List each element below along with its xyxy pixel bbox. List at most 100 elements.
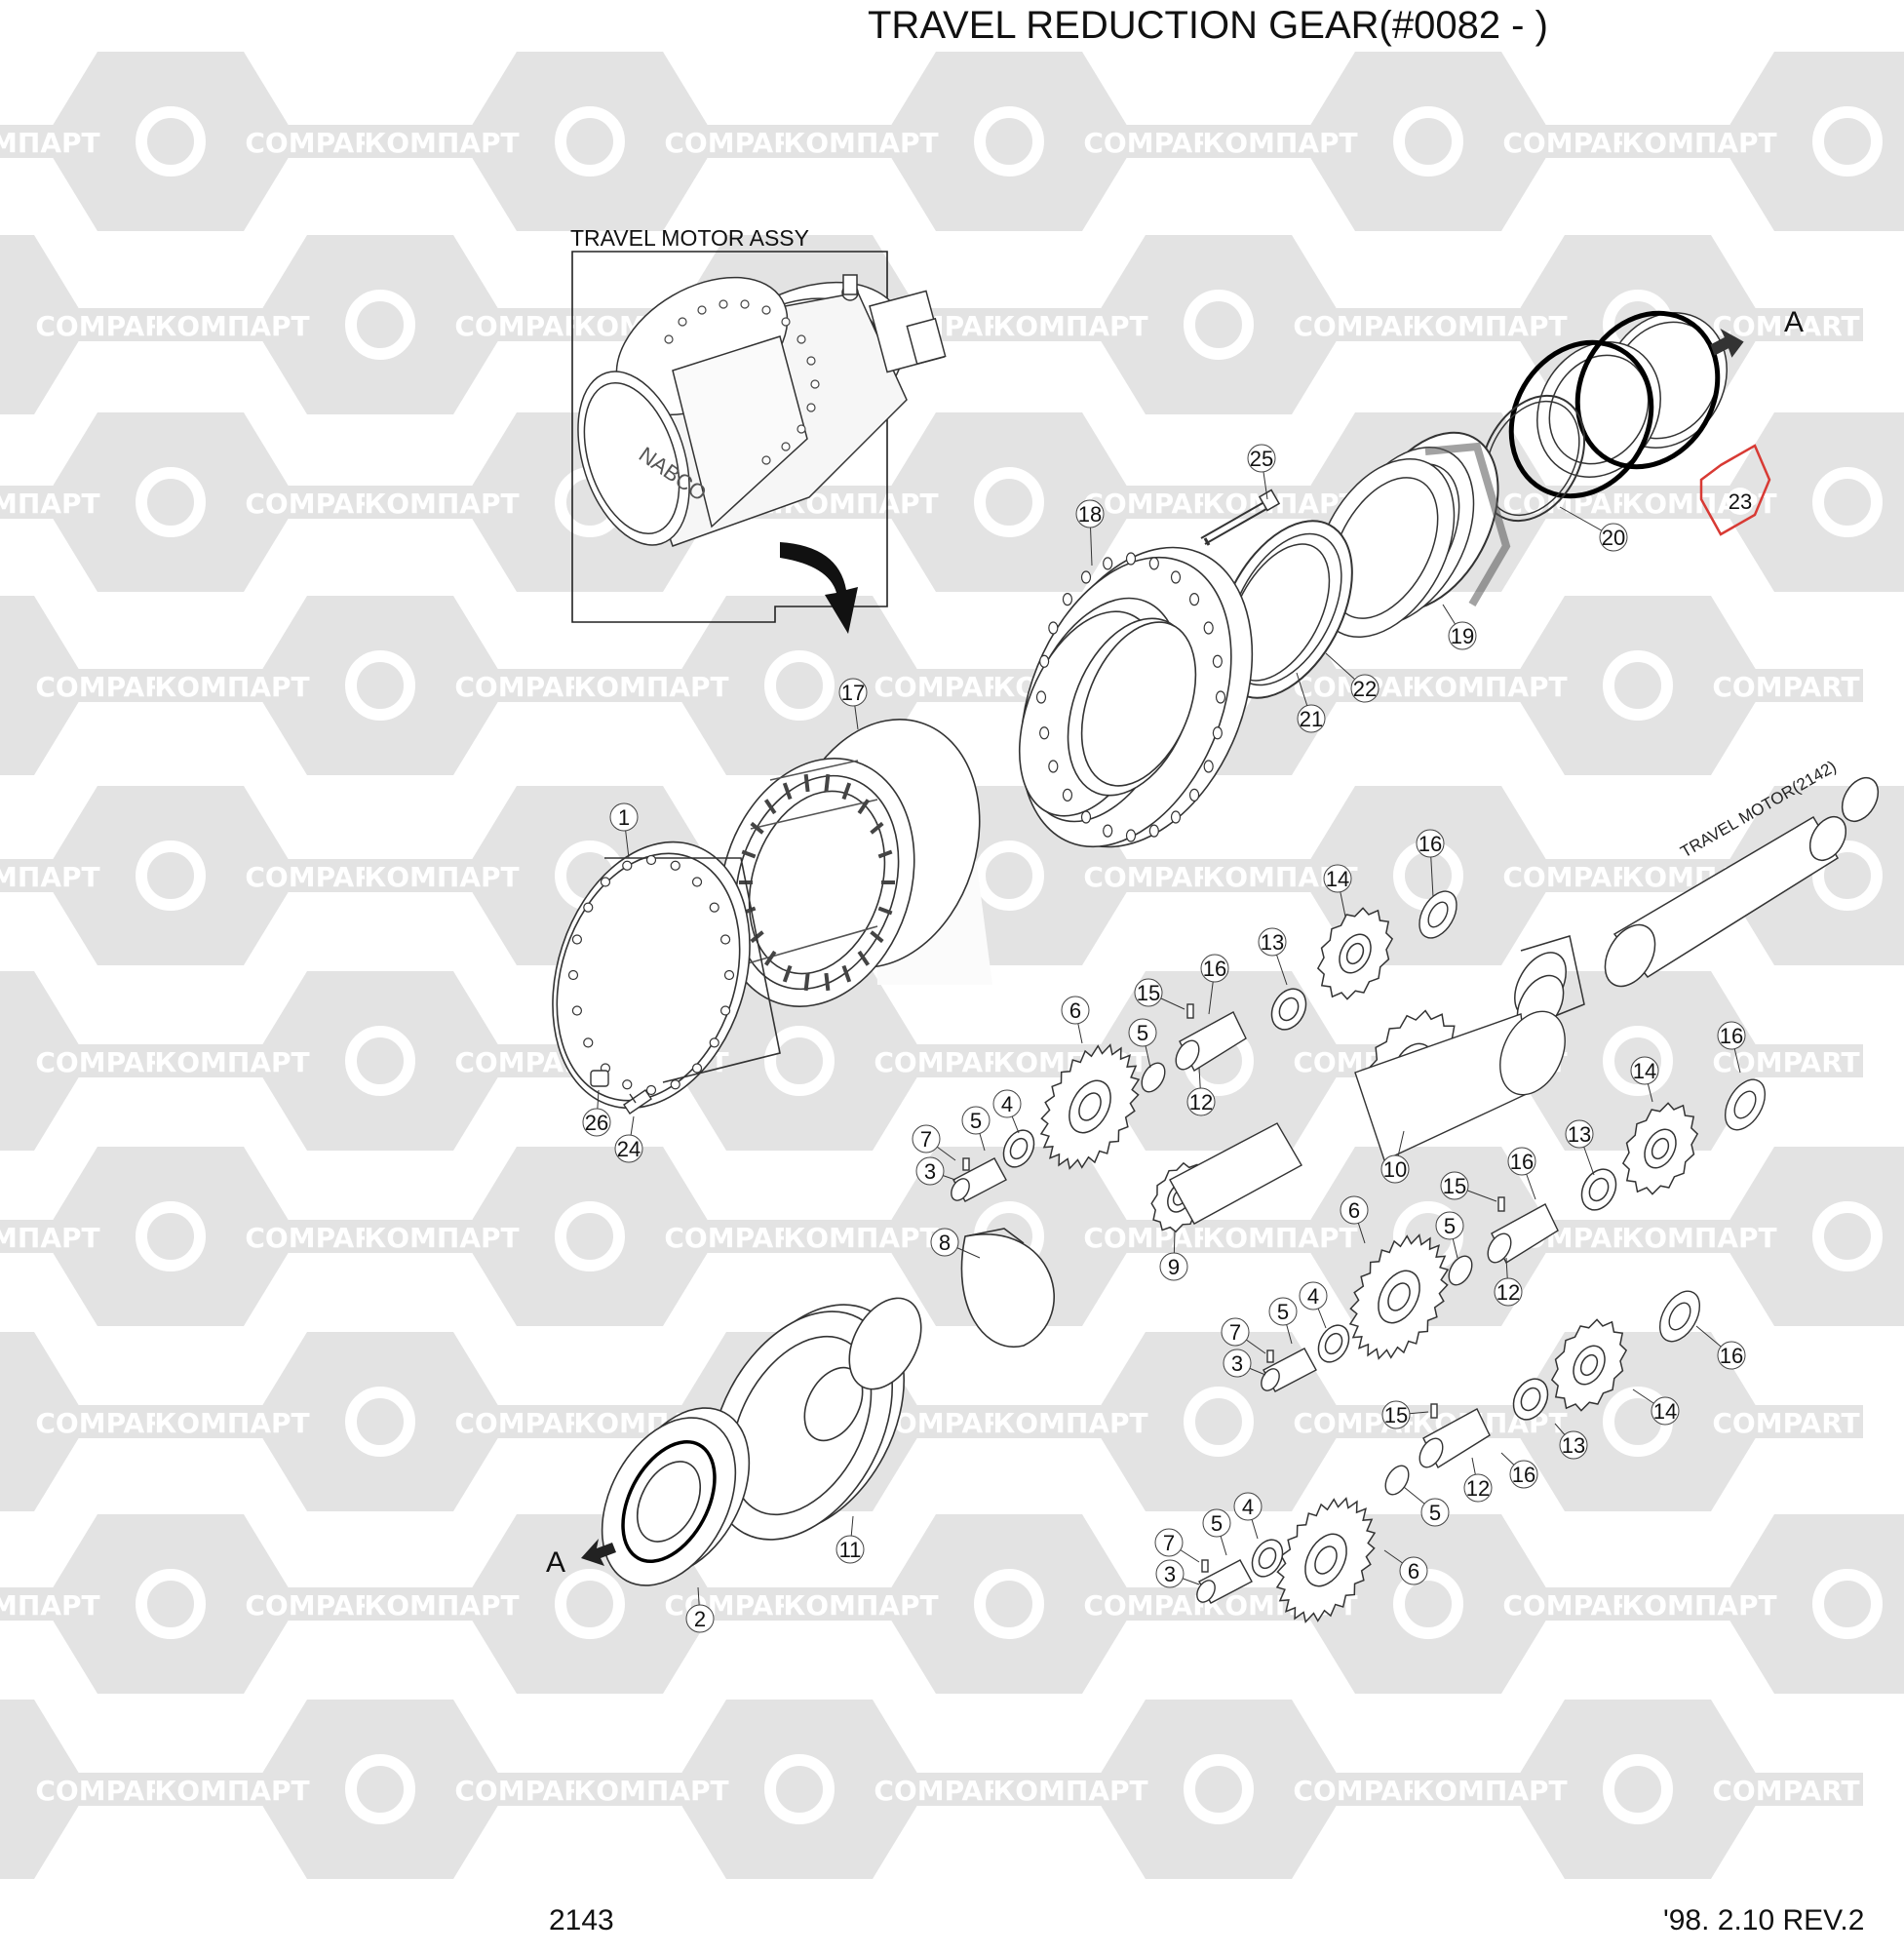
watermark-tile (364, 52, 815, 231)
callout-3[interactable]: 3 (1155, 1559, 1185, 1588)
callout-number: 5 (1444, 1214, 1456, 1238)
callout-16[interactable]: 16 (1717, 1341, 1746, 1370)
callout-number: 4 (1001, 1092, 1013, 1116)
callout-17[interactable]: 17 (838, 678, 868, 707)
callout-26[interactable]: 26 (582, 1108, 611, 1137)
watermark-tile (992, 1700, 1444, 1879)
watermark-tile (1202, 52, 1653, 231)
watermark-tile (364, 1514, 815, 1694)
callout-11[interactable]: 11 (835, 1535, 865, 1564)
callout-12[interactable]: 12 (1494, 1277, 1523, 1307)
callout-15[interactable]: 15 (1440, 1171, 1469, 1200)
callout-24[interactable]: 24 (614, 1134, 643, 1163)
callout-4[interactable]: 4 (992, 1089, 1022, 1118)
callout-4[interactable]: 4 (1233, 1492, 1263, 1521)
callout-16[interactable]: 16 (1507, 1147, 1536, 1176)
callout-12[interactable]: 12 (1186, 1087, 1216, 1116)
callout-number: 12 (1496, 1280, 1520, 1305)
callout-7[interactable]: 7 (1154, 1528, 1184, 1557)
callout-number: 25 (1250, 447, 1273, 471)
callout-number: 22 (1353, 677, 1377, 701)
callout-3[interactable]: 3 (915, 1156, 945, 1186)
callout-5[interactable]: 5 (1128, 1018, 1157, 1047)
page-title: TRAVEL REDUCTION GEAR(#0082 - ) (868, 4, 1548, 47)
page-number: 2143 (549, 1904, 614, 1936)
callout-14[interactable]: 14 (1651, 1396, 1680, 1426)
callout-number: 18 (1078, 502, 1102, 527)
callout-2[interactable]: 2 (685, 1604, 715, 1633)
callout-15[interactable]: 15 (1134, 978, 1163, 1007)
callout-number: 24 (617, 1137, 641, 1161)
watermark-tile (0, 786, 396, 965)
callout-16[interactable]: 16 (1717, 1021, 1746, 1050)
watermark-tile (154, 596, 605, 775)
ring-gear-teeth (739, 773, 895, 992)
callout-14[interactable]: 14 (1323, 864, 1352, 893)
plug-and-bolt-26-24 (590, 1070, 652, 1114)
callout-number: 26 (585, 1111, 608, 1135)
callout-number: 5 (1211, 1511, 1223, 1536)
callout-number: 7 (1163, 1531, 1175, 1555)
callout-7[interactable]: 7 (1221, 1317, 1250, 1347)
callout-10[interactable]: 10 (1380, 1154, 1410, 1184)
callout-13[interactable]: 13 (1565, 1119, 1594, 1149)
callout-7[interactable]: 7 (912, 1124, 941, 1153)
callout-16[interactable]: 16 (1509, 1460, 1538, 1489)
travel-motor-shaft (1514, 776, 1880, 1035)
callout-number: 5 (970, 1109, 982, 1133)
watermark-tile (154, 971, 605, 1151)
callout-22[interactable]: 22 (1350, 674, 1379, 703)
callout-number: 21 (1300, 707, 1323, 731)
watermark-tile (992, 1332, 1444, 1511)
callout-25[interactable]: 25 (1247, 444, 1276, 473)
callout-14[interactable]: 14 (1630, 1056, 1659, 1085)
callout-5[interactable]: 5 (1420, 1498, 1450, 1527)
callout-23[interactable]: 23 (1727, 488, 1754, 515)
callout-5[interactable]: 5 (1268, 1297, 1298, 1326)
callout-9[interactable]: 9 (1159, 1252, 1188, 1281)
hub-housing-illustration (1018, 546, 1254, 848)
motor-flange-bolt-holes (664, 299, 820, 465)
revision-note: '98. 2.10 REV.2 (1663, 1904, 1865, 1936)
callout-6[interactable]: 6 (1399, 1556, 1428, 1585)
callout-4[interactable]: 4 (1299, 1281, 1328, 1310)
callout-number: 23 (1729, 489, 1752, 514)
callout-12[interactable]: 12 (1463, 1473, 1493, 1503)
callout-16[interactable]: 16 (1416, 829, 1445, 858)
callout-6[interactable]: 6 (1061, 996, 1090, 1025)
callout-21[interactable]: 21 (1297, 704, 1326, 733)
callout-18[interactable]: 18 (1075, 499, 1105, 528)
callout-8[interactable]: 8 (930, 1228, 959, 1257)
view-a-label-top: A (1784, 306, 1804, 338)
callout-number: 7 (920, 1127, 932, 1152)
callout-19[interactable]: 19 (1448, 621, 1477, 650)
callout-number: 7 (1229, 1320, 1241, 1345)
callout-number: 13 (1261, 930, 1284, 955)
callout-20[interactable]: 20 (1599, 523, 1628, 552)
callout-5[interactable]: 5 (1202, 1508, 1231, 1538)
callout-15[interactable]: 15 (1381, 1400, 1411, 1429)
watermark-tile (1621, 52, 1904, 231)
callout-number: 14 (1326, 867, 1349, 891)
watermark-tile (0, 52, 396, 231)
callout-number: 11 (839, 1538, 862, 1562)
callout-number: 16 (1418, 832, 1442, 856)
callout-13[interactable]: 13 (1559, 1430, 1588, 1460)
callout-number: 8 (939, 1231, 951, 1255)
callout-16[interactable]: 16 (1200, 954, 1229, 983)
callout-number: 4 (1242, 1495, 1254, 1519)
callout-1[interactable]: 1 (609, 802, 639, 832)
callout-number: 14 (1633, 1059, 1656, 1083)
callout-number: 5 (1277, 1300, 1289, 1324)
view-a-arrow-left-icon (581, 1539, 616, 1566)
callout-5[interactable]: 5 (961, 1106, 991, 1135)
callout-13[interactable]: 13 (1258, 927, 1287, 957)
callout-number: 1 (618, 805, 630, 830)
callout-6[interactable]: 6 (1340, 1195, 1369, 1225)
callout-3[interactable]: 3 (1223, 1349, 1252, 1378)
watermark-tile (1412, 1700, 1863, 1879)
callout-5[interactable]: 5 (1435, 1211, 1464, 1240)
view-a-arrow-top-icon (1710, 328, 1744, 358)
